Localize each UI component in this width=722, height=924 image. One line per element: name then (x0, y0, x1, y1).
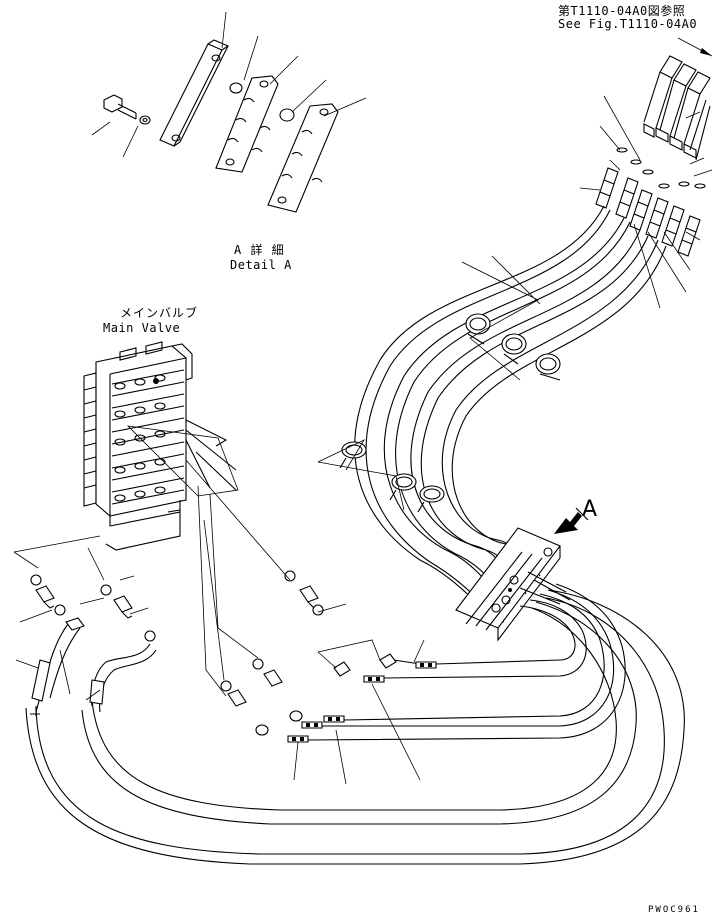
center-fittings (185, 459, 626, 785)
valve-ports (114, 374, 166, 502)
upper-hose-fittings (579, 55, 713, 309)
spacer-2 (279, 108, 295, 122)
view-a-label: A (582, 497, 598, 522)
hose-bundle (317, 205, 667, 623)
detail-a-label-en: Detail A (230, 258, 292, 272)
detail-a-drawing (91, 11, 367, 213)
detail-a-label-jp: A 詳 細 (234, 243, 285, 257)
main-valve-label-en: Main Valve (103, 321, 181, 335)
spacer-1 (229, 82, 243, 94)
reference-label-en: See Fig.T1110-04A0 (558, 17, 698, 31)
clamp-plate-1 (159, 39, 230, 147)
reference-arrow-icon (677, 37, 713, 57)
main-valve (83, 341, 239, 551)
clamp-half-2 (267, 103, 339, 213)
return-hose-loop (25, 589, 685, 865)
junction-block (455, 527, 571, 642)
hose-clamps (339, 313, 561, 513)
view-direction-arrow-icon (554, 507, 589, 534)
main-valve-label-jp: メインバルブ (120, 306, 199, 320)
bolt (103, 94, 151, 125)
left-fittings (13, 535, 157, 716)
reference-label-jp: 第T1110-04A0図参照 (558, 4, 686, 18)
clamp-half-1 (215, 75, 279, 173)
drawing-code: PWOC961 (648, 905, 700, 915)
